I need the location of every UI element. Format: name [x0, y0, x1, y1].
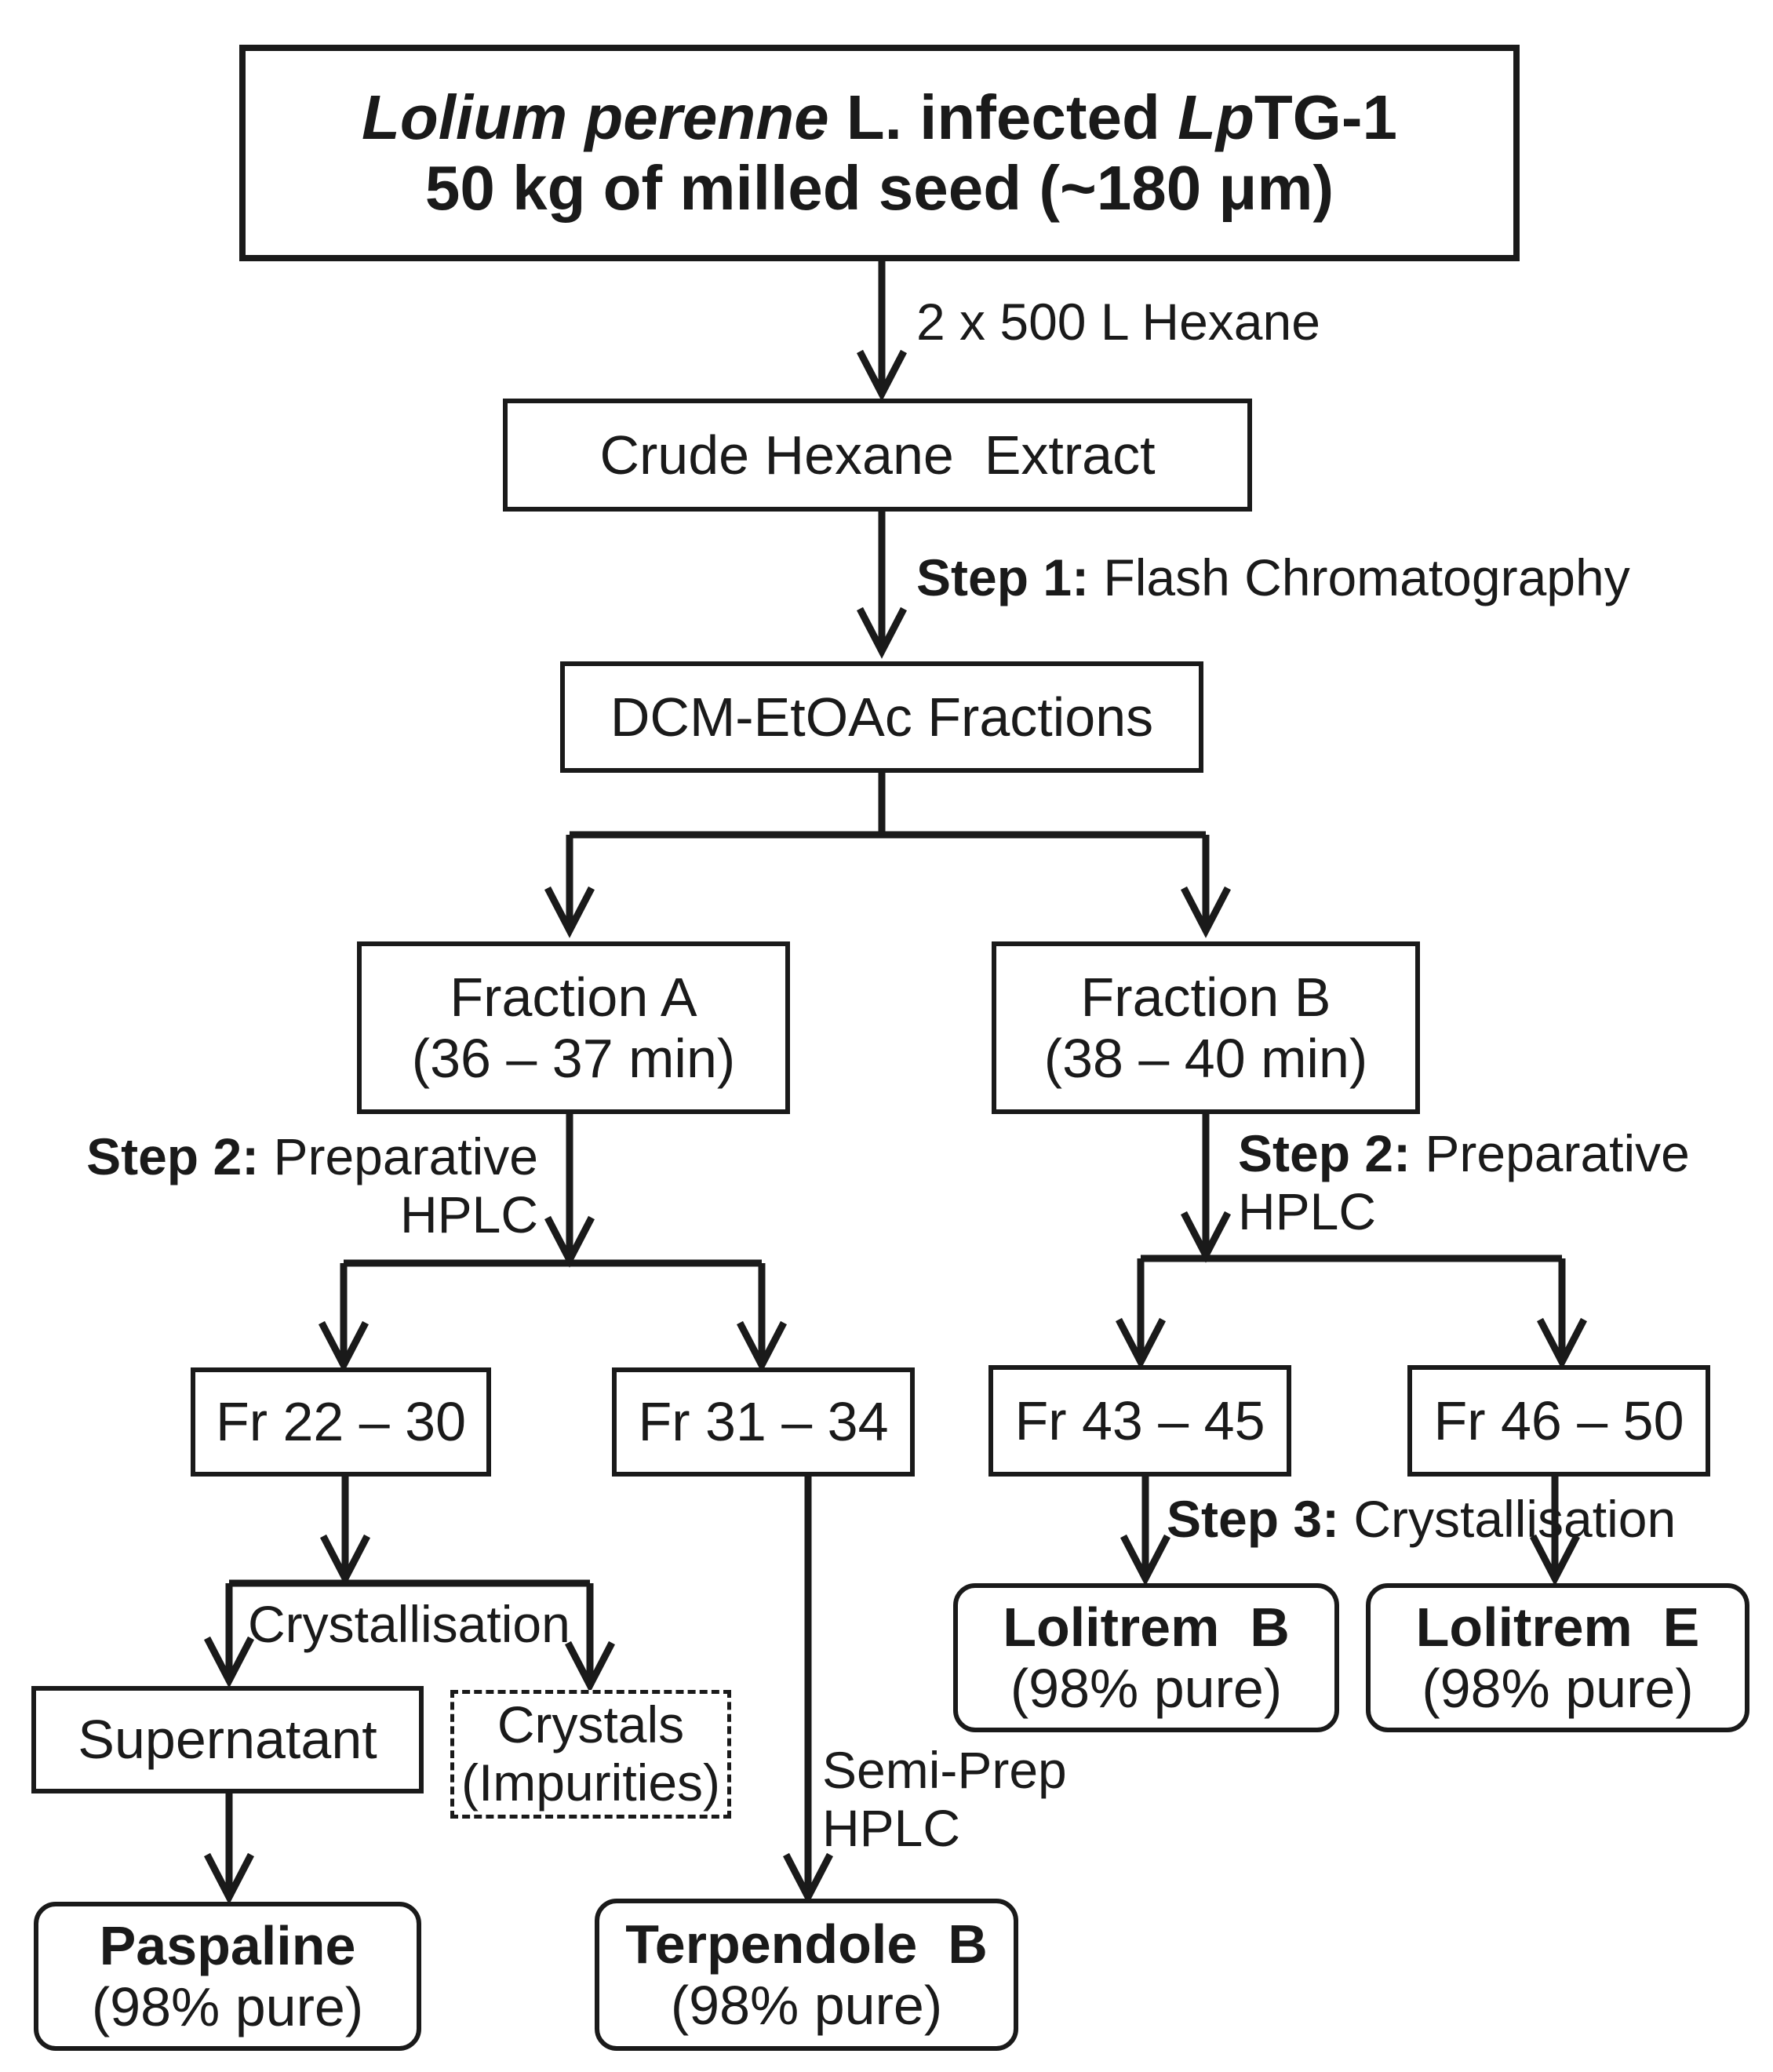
terpendole-b-name: Terpendole B — [625, 1913, 988, 1975]
paspaline-purity: (98% pure) — [91, 1976, 364, 2037]
step3-text: Crystallisation — [1339, 1490, 1677, 1548]
dcm-fractions-box: DCM-EtOAc Fractions — [560, 661, 1203, 773]
fraction-a-box: Fraction A (36 – 37 min) — [357, 941, 790, 1114]
crude-extract-label: Crude Hexane Extract — [599, 424, 1156, 486]
step1-label: Step 1: Flash Chromatography — [916, 548, 1630, 607]
fr-43-45-label: Fr 43 – 45 — [1014, 1389, 1265, 1451]
step3-bold: Step 3: — [1167, 1490, 1340, 1548]
paspaline-box: Paspaline (98% pure) — [34, 1902, 421, 2051]
step2-a-bold: Step 2: — [86, 1127, 260, 1185]
fr-22-30-box: Fr 22 – 30 — [191, 1367, 491, 1477]
crystallisation-a-label: Crystallisation — [248, 1595, 570, 1653]
fr-31-34-box: Fr 31 – 34 — [612, 1367, 915, 1477]
source-box: Lolium perenne L. infected LpTG-1 50 kg … — [239, 45, 1520, 261]
step2-a-text: Preparative — [259, 1127, 538, 1185]
semiprep-label: Semi-Prep HPLC — [822, 1741, 1067, 1858]
source-amount: 50 kg of milled seed (~180 μm) — [424, 153, 1334, 223]
species-suffix: L. infected — [828, 82, 1178, 153]
step2-a-text2: HPLC — [399, 1185, 538, 1244]
fr-46-50-label: Fr 46 – 50 — [1433, 1389, 1684, 1451]
lolitrem-e-name: Lolitrem E — [1415, 1596, 1700, 1658]
fraction-b-box: Fraction B (38 – 40 min) — [992, 941, 1420, 1114]
fraction-b-range: (38 – 40 min) — [1043, 1028, 1368, 1089]
fr-43-45-box: Fr 43 – 45 — [988, 1365, 1291, 1477]
crystals-line1: Crystals — [497, 1695, 685, 1754]
lolitrem-e-purity: (98% pure) — [1422, 1658, 1694, 1719]
semiprep-line1: Semi-Prep — [822, 1741, 1067, 1799]
step2-a-label: Step 2: Preparative HPLC — [85, 1127, 538, 1244]
source-line1: Lolium perenne L. infected LpTG-1 — [362, 82, 1397, 153]
terpendole-b-purity: (98% pure) — [670, 1975, 943, 2036]
supernatant-box: Supernatant — [31, 1686, 424, 1793]
semiprep-line2: HPLC — [822, 1798, 961, 1857]
crude-extract-box: Crude Hexane Extract — [503, 399, 1252, 512]
lolitrem-b-name: Lolitrem B — [1003, 1596, 1290, 1658]
crystals-impurities-box: Crystals (Impurities) — [450, 1690, 731, 1819]
step3-label: Step 3: Crystallisation — [1167, 1490, 1677, 1549]
hexane-label: 2 x 500 L Hexane — [916, 293, 1320, 351]
fraction-a-range: (36 – 37 min) — [411, 1028, 736, 1089]
step1-bold: Step 1: — [916, 548, 1090, 606]
lolitrem-b-purity: (98% pure) — [1010, 1658, 1283, 1719]
paspaline-name: Paspaline — [99, 1914, 356, 1976]
strain-prefix: Lp — [1178, 82, 1254, 153]
step2-b-text: Preparative — [1411, 1124, 1690, 1182]
crystals-line2: (Impurities) — [461, 1753, 721, 1812]
fr-22-30-label: Fr 22 – 30 — [215, 1391, 467, 1453]
dcm-fractions-label: DCM-EtOAc Fractions — [610, 686, 1154, 748]
fr-31-34-label: Fr 31 – 34 — [638, 1391, 889, 1453]
supernatant-label: Supernatant — [78, 1709, 377, 1771]
species-name: Lolium perenne — [361, 82, 829, 153]
step2-b-text2: HPLC — [1238, 1182, 1377, 1240]
lolitrem-b-box: Lolitrem B (98% pure) — [953, 1583, 1339, 1732]
terpendole-b-box: Terpendole B (98% pure) — [595, 1899, 1018, 2051]
strain-suffix: TG-1 — [1254, 82, 1398, 153]
lolitrem-e-box: Lolitrem E (98% pure) — [1366, 1583, 1749, 1732]
step2-b-bold: Step 2: — [1238, 1124, 1411, 1182]
step2-b-label: Step 2: Preparative HPLC — [1238, 1124, 1690, 1241]
fr-46-50-box: Fr 46 – 50 — [1407, 1365, 1710, 1477]
fraction-b-title: Fraction B — [1080, 966, 1331, 1028]
step1-text: Flash Chromatography — [1089, 548, 1630, 606]
fraction-a-title: Fraction A — [450, 966, 697, 1028]
